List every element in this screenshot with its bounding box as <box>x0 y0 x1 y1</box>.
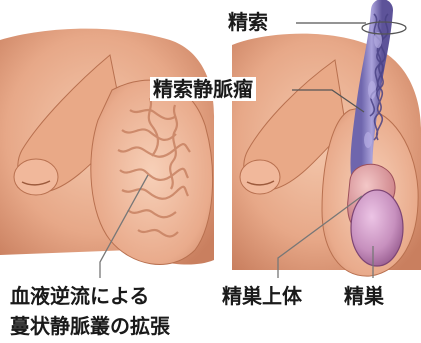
right-glans <box>240 160 280 194</box>
testis-shape <box>351 190 403 266</box>
left-glans <box>14 159 58 195</box>
left-figure-varicocele <box>0 29 214 278</box>
caption-line-1: 血液逆流による <box>10 284 149 308</box>
caption-line-2: 蔓状静脈叢の拡張 <box>10 314 170 338</box>
right-figure-anatomy <box>232 10 421 278</box>
left-scrotum <box>91 80 213 264</box>
label-varicocele: 精索静脈瘤 <box>150 77 256 101</box>
label-testis: 精巣 <box>344 284 384 308</box>
label-spermatic-cord: 精索 <box>228 10 268 34</box>
label-epididymis: 精巣上体 <box>222 284 302 308</box>
